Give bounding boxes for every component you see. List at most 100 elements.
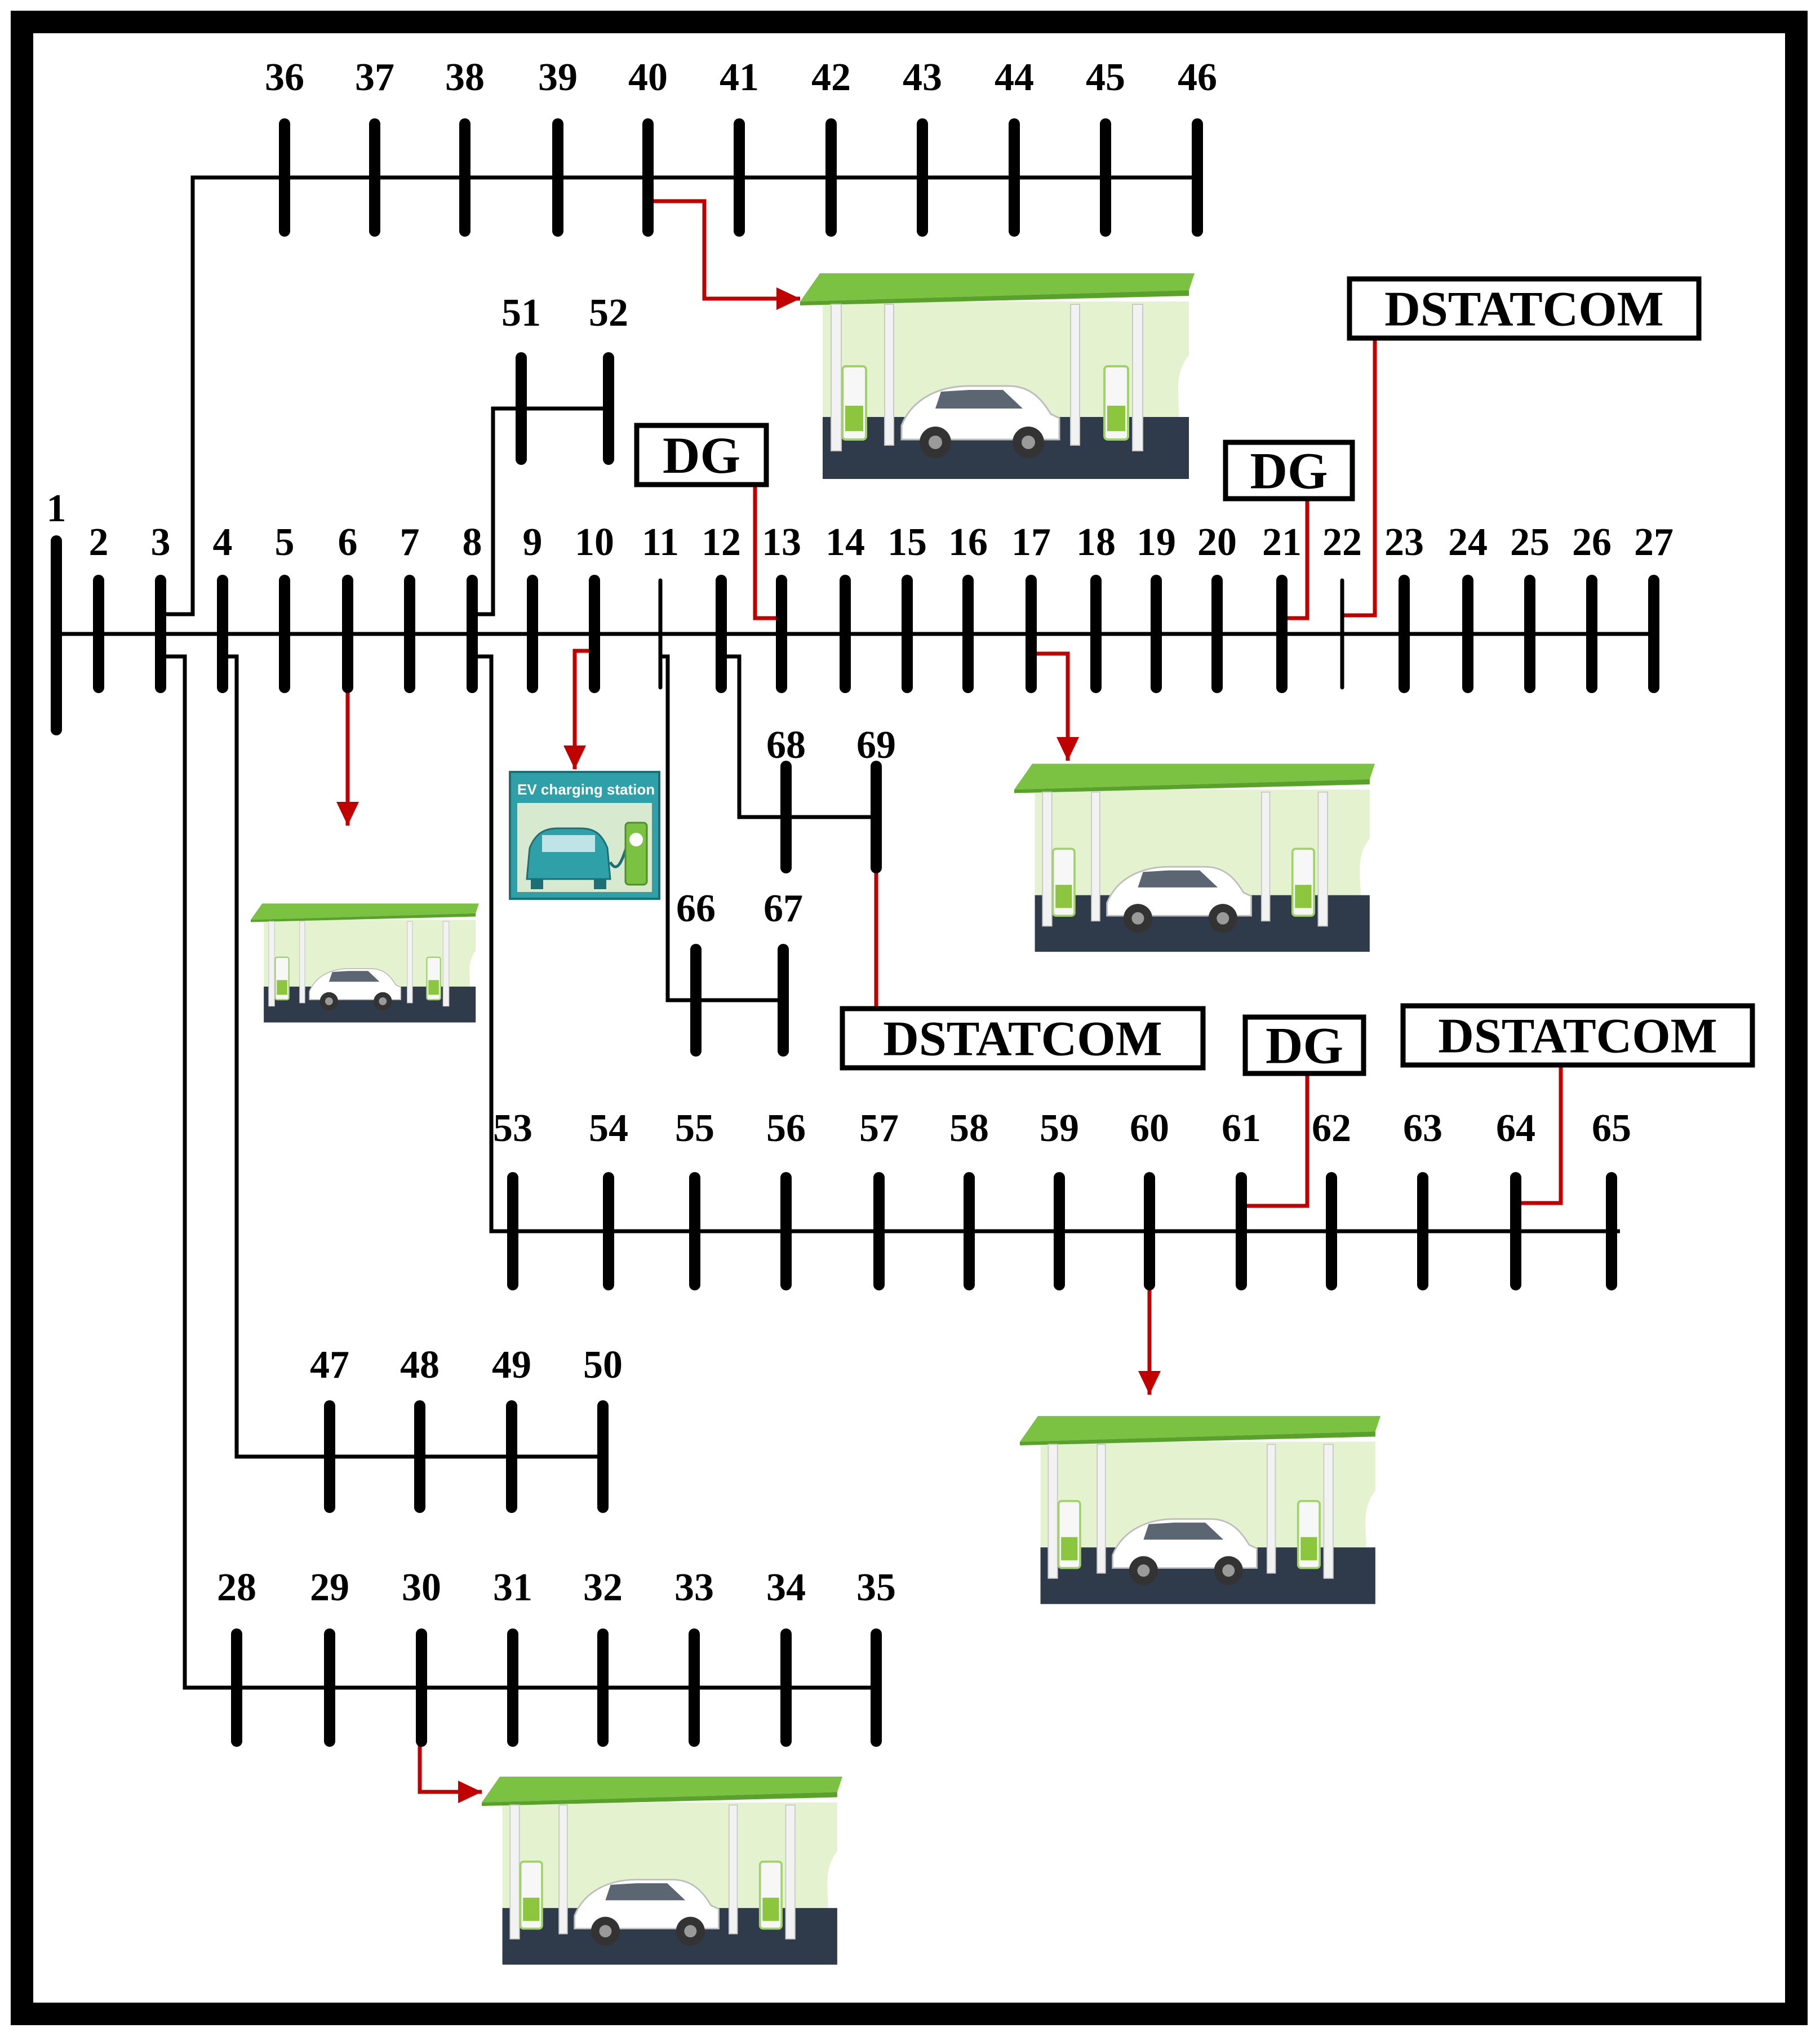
ev-station-bus-60	[1020, 1416, 1380, 1604]
device-boxes: DG DG DG DSTATCOM DSTATCOM DSTATCOM	[634, 276, 1755, 1076]
dg-link-bus-13	[753, 485, 782, 620]
bus-number-40: 40	[628, 56, 668, 99]
bus-number-43: 43	[903, 56, 942, 99]
arrow-head-icon	[776, 287, 800, 310]
bus-number-60: 60	[1130, 1107, 1169, 1150]
arrow-head-icon	[1138, 1371, 1161, 1395]
bus-number-64: 64	[1496, 1107, 1535, 1150]
bus-number-45: 45	[1086, 56, 1125, 99]
bus-number-42: 42	[811, 56, 851, 99]
dstatcom-box-bus-69: DSTATCOM	[840, 1006, 1206, 1071]
bus-number-57: 57	[859, 1107, 899, 1150]
ev-stations: EV charging station	[251, 272, 1380, 1965]
bus-number-52: 52	[589, 291, 628, 335]
bus-number-24: 24	[1448, 521, 1488, 564]
device-connectors	[336, 199, 1563, 1803]
dg-link-bus-21	[1282, 499, 1309, 620]
bus-number-2: 2	[89, 521, 109, 564]
car-icon	[526, 827, 611, 889]
bus-number-66: 66	[676, 887, 716, 930]
ev-arrow-bus-17	[1031, 651, 1079, 761]
bus-number-54: 54	[589, 1107, 628, 1150]
device-label: DG	[1266, 1017, 1343, 1074]
ev-station-bus-17	[1014, 764, 1375, 952]
bus-number-26: 26	[1572, 521, 1612, 564]
bus-number-1: 1	[47, 487, 66, 530]
bus-number-27: 27	[1634, 521, 1673, 564]
device-label: DSTATCOM	[1438, 1009, 1717, 1063]
bus-number-3: 3	[151, 521, 171, 564]
bus-number-19: 19	[1137, 521, 1176, 564]
bus-number-61: 61	[1222, 1107, 1261, 1150]
ev-station-bus-40	[800, 272, 1195, 479]
dg-box-bus-21: DG	[1223, 440, 1355, 502]
bus-number-55: 55	[675, 1107, 714, 1150]
bus-number-25: 25	[1510, 521, 1550, 564]
bus-number-68: 68	[766, 724, 806, 767]
bus-number-12: 12	[702, 521, 741, 564]
bus-number-51: 51	[501, 291, 541, 335]
bus-number-62: 62	[1312, 1107, 1351, 1150]
bus-number-9: 9	[523, 521, 543, 564]
dstatcom-box-bus-22: DSTATCOM	[1347, 276, 1702, 341]
arrow-head-icon	[458, 1781, 482, 1803]
bus-number-56: 56	[766, 1107, 806, 1150]
bus-number-13: 13	[762, 521, 801, 564]
lateral-28-35-line	[161, 654, 876, 1690]
bus-number-16: 16	[948, 521, 988, 564]
ev-charging-sign: EV charging station	[509, 771, 660, 900]
bus-number-65: 65	[1592, 1107, 1631, 1150]
bus-number-58: 58	[949, 1107, 989, 1150]
bus-number-46: 46	[1178, 56, 1217, 99]
bus-number-35: 35	[856, 1566, 896, 1609]
device-label: DSTATCOM	[1384, 282, 1663, 336]
bus-number-5: 5	[275, 521, 295, 564]
charger-icon	[609, 822, 648, 886]
device-label: DSTATCOM	[883, 1011, 1162, 1066]
bus-number-63: 63	[1403, 1107, 1442, 1150]
bus-number-31: 31	[493, 1566, 532, 1609]
bus-number-34: 34	[766, 1566, 806, 1609]
lateral-66-67-line	[660, 654, 783, 1002]
arrow-head-icon	[563, 745, 586, 769]
bus-number-33: 33	[674, 1566, 714, 1609]
bus-number-11: 11	[642, 521, 679, 564]
device-label: DG	[1250, 442, 1328, 499]
ev-arrow-bus-10	[563, 649, 594, 769]
ev-sign-label: EV charging station	[517, 781, 655, 798]
lateral-68-69-line	[721, 654, 876, 819]
bus-number-49: 49	[492, 1343, 531, 1387]
bus-number-38: 38	[445, 56, 485, 99]
dstatcom-link-bus-64	[1516, 1065, 1563, 1205]
bus-number-37: 37	[355, 56, 394, 99]
ev-arrow-bus-40	[648, 199, 800, 310]
bus-number-48: 48	[400, 1343, 440, 1387]
bus-number-41: 41	[720, 56, 759, 99]
bus-number-53: 53	[493, 1107, 532, 1150]
device-label: DG	[663, 427, 740, 484]
bus-number-23: 23	[1384, 521, 1424, 564]
lateral-51-52-line	[472, 406, 609, 616]
bus-number-4: 4	[213, 521, 233, 564]
ev-station-bus-30	[482, 1777, 842, 1965]
arrow-head-icon	[336, 802, 359, 826]
bus-number-18: 18	[1076, 521, 1116, 564]
bus-number-14: 14	[825, 521, 865, 564]
ev-station-bus-6	[251, 903, 479, 1022]
ev-arrow-bus-6	[336, 685, 359, 826]
bus-number-28: 28	[217, 1566, 256, 1609]
outer-frame	[11, 11, 1808, 2025]
ev-arrow-bus-30	[418, 1736, 482, 1803]
bus-number-6: 6	[338, 521, 358, 564]
dg-box-bus-13: DG	[634, 423, 769, 487]
bus-number-47: 47	[310, 1343, 349, 1387]
bus-number-22: 22	[1322, 521, 1362, 564]
bus-number-8: 8	[463, 521, 482, 564]
bus-number-15: 15	[887, 521, 927, 564]
dstatcom-box-bus-64: DSTATCOM	[1400, 1003, 1755, 1068]
bus-number-50: 50	[583, 1343, 623, 1387]
bus-number-29: 29	[310, 1566, 349, 1609]
bus-number-36: 36	[265, 56, 304, 99]
